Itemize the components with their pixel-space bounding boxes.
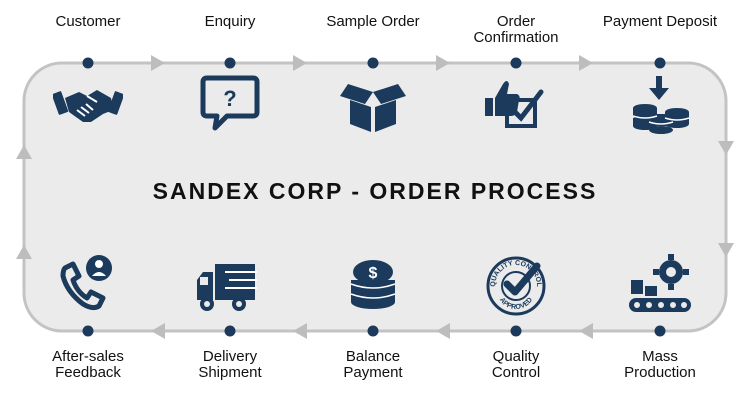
- top-connector-dot-3: [367, 57, 379, 69]
- top-connector-dot-2: [224, 57, 236, 69]
- open-box-icon: [338, 70, 408, 140]
- thumbs-up-checkbox-icon: [481, 70, 551, 140]
- bottom-connector-dot-1: [82, 325, 94, 337]
- step-label-order-confirmation: Order Confirmation: [473, 13, 559, 46]
- coin-deposit-icon: [625, 70, 695, 140]
- question-bubble-icon: ?: [195, 70, 265, 140]
- arrow-right-1: [151, 55, 165, 71]
- step-label-balance-payment: Balance Payment: [343, 348, 403, 381]
- arrow-left-2: [293, 323, 307, 339]
- arrow-up-2: [16, 245, 32, 259]
- svg-text:$: $: [369, 265, 378, 282]
- arrow-right-4: [579, 55, 593, 71]
- arrow-left-3: [436, 323, 450, 339]
- arrow-right-3: [436, 55, 450, 71]
- delivery-truck-icon: [195, 250, 265, 320]
- svg-text:APPROVED: APPROVED: [498, 297, 534, 312]
- bottom-connector-dot-4: [510, 325, 522, 337]
- bottom-connector-dot-2: [224, 325, 236, 337]
- bottom-connector-dot-5: [654, 325, 666, 337]
- step-label-payment-deposit: Payment Deposit: [602, 13, 718, 30]
- arrow-right-2: [293, 55, 307, 71]
- step-label-sample-order: Sample Order: [326, 13, 420, 30]
- step-label-customer: Customer: [55, 13, 121, 30]
- step-label-after-sales-feedback: After-sales Feedback: [52, 348, 124, 381]
- arrow-down-1: [718, 141, 734, 155]
- handshake-icon: [53, 70, 123, 140]
- step-label-delivery-shipment: Delivery Shipment: [198, 348, 262, 381]
- bottom-connector-dot-3: [367, 325, 379, 337]
- svg-text:?: ?: [223, 86, 236, 111]
- phone-support-icon: [53, 250, 123, 320]
- step-label-mass-production: Mass Production: [624, 348, 696, 381]
- seal-bottom-text: APPROVED: [498, 297, 534, 312]
- arrow-up-1: [16, 145, 32, 159]
- top-connector-dot-4: [510, 57, 522, 69]
- diagram-title: SANDEX CORP - ORDER PROCESS: [152, 178, 598, 204]
- top-connector-dot-5: [654, 57, 666, 69]
- arrow-left-1: [151, 323, 165, 339]
- quality-approved-seal-icon: QUALITY CONTROL APPROVED: [481, 250, 551, 320]
- arrow-left-4: [579, 323, 593, 339]
- top-connector-dot-1: [82, 57, 94, 69]
- step-label-quality-control: Quality Control: [491, 348, 541, 381]
- arrow-down-2: [718, 243, 734, 257]
- conveyor-gear-icon: [625, 250, 695, 320]
- step-label-enquiry: Enquiry: [204, 13, 256, 30]
- dollar-coins-icon: $: [338, 250, 408, 320]
